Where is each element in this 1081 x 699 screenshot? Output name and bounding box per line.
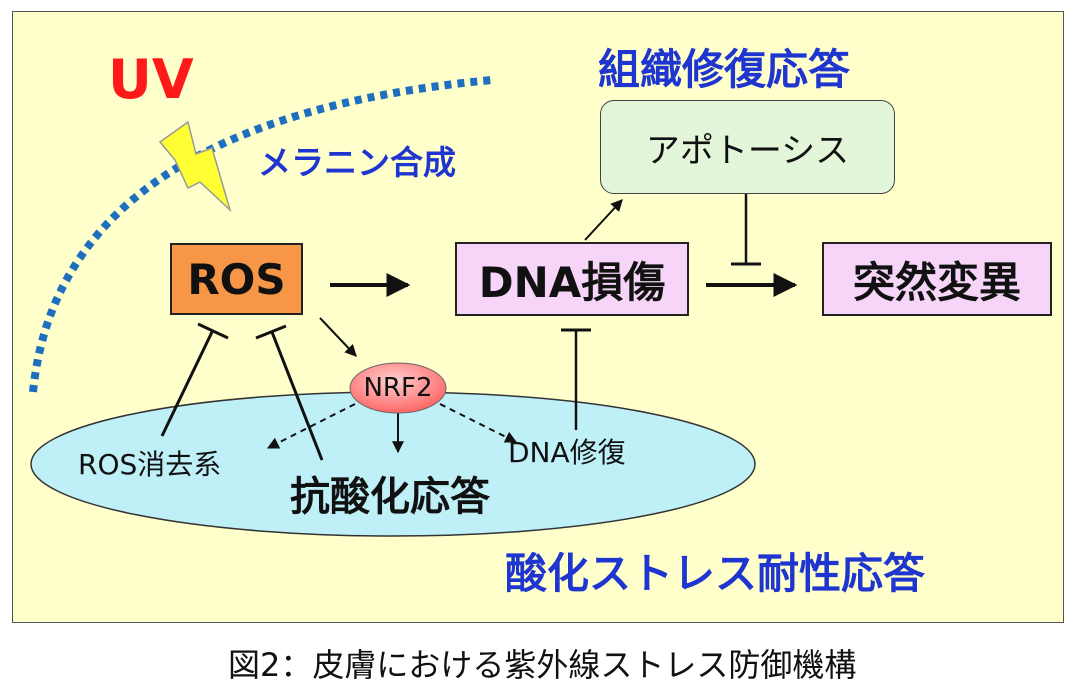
ros-scavenging-label: ROS消去系 (78, 448, 222, 481)
melanin-dotted-arc (29, 76, 493, 393)
arrow-dna-to-apoptosis (584, 199, 623, 241)
lightning-icon (158, 120, 232, 213)
dna-damage-box: DNA損傷 (455, 242, 689, 316)
figure-caption: 図2：皮膚における紫外線ストレス防御機構 (228, 646, 857, 684)
arrow-ros-to-nrf2 (319, 317, 357, 357)
nrf2-label: NRF2 (363, 373, 433, 403)
dna-repair-label: DNA修復 (508, 436, 626, 469)
inhibit-bar-antiox (255, 324, 287, 340)
oxidative-stress-response-label: 酸化ストレス耐性応答 (505, 549, 926, 598)
tissue-repair-label: 組織修復応答 (598, 45, 851, 94)
inhibit-scav-to-ros (160, 331, 214, 437)
mutation-box: 突然変異 (822, 242, 1052, 316)
nrf2-node (349, 362, 447, 414)
apoptosis-label: アポトーシス (645, 130, 850, 171)
mutation-label: 突然変異 (852, 257, 1021, 307)
arrow-nrf2-to-scav (266, 403, 356, 449)
inhibit-bar-scav (197, 322, 229, 340)
apoptosis-box: アポトーシス (600, 100, 895, 194)
melanin-synthesis-label: メラニン合成 (258, 143, 456, 182)
arrow-nrf2-to-dnarepair (439, 403, 518, 443)
dna-damage-label: DNA損傷 (478, 257, 666, 307)
uv-label: UV (108, 48, 194, 111)
antioxidant-response-label: 抗酸化応答 (290, 474, 490, 520)
ros-label: ROS (187, 254, 286, 304)
ros-box: ROS (170, 243, 303, 315)
inhibit-antiox-to-ros (270, 331, 324, 461)
